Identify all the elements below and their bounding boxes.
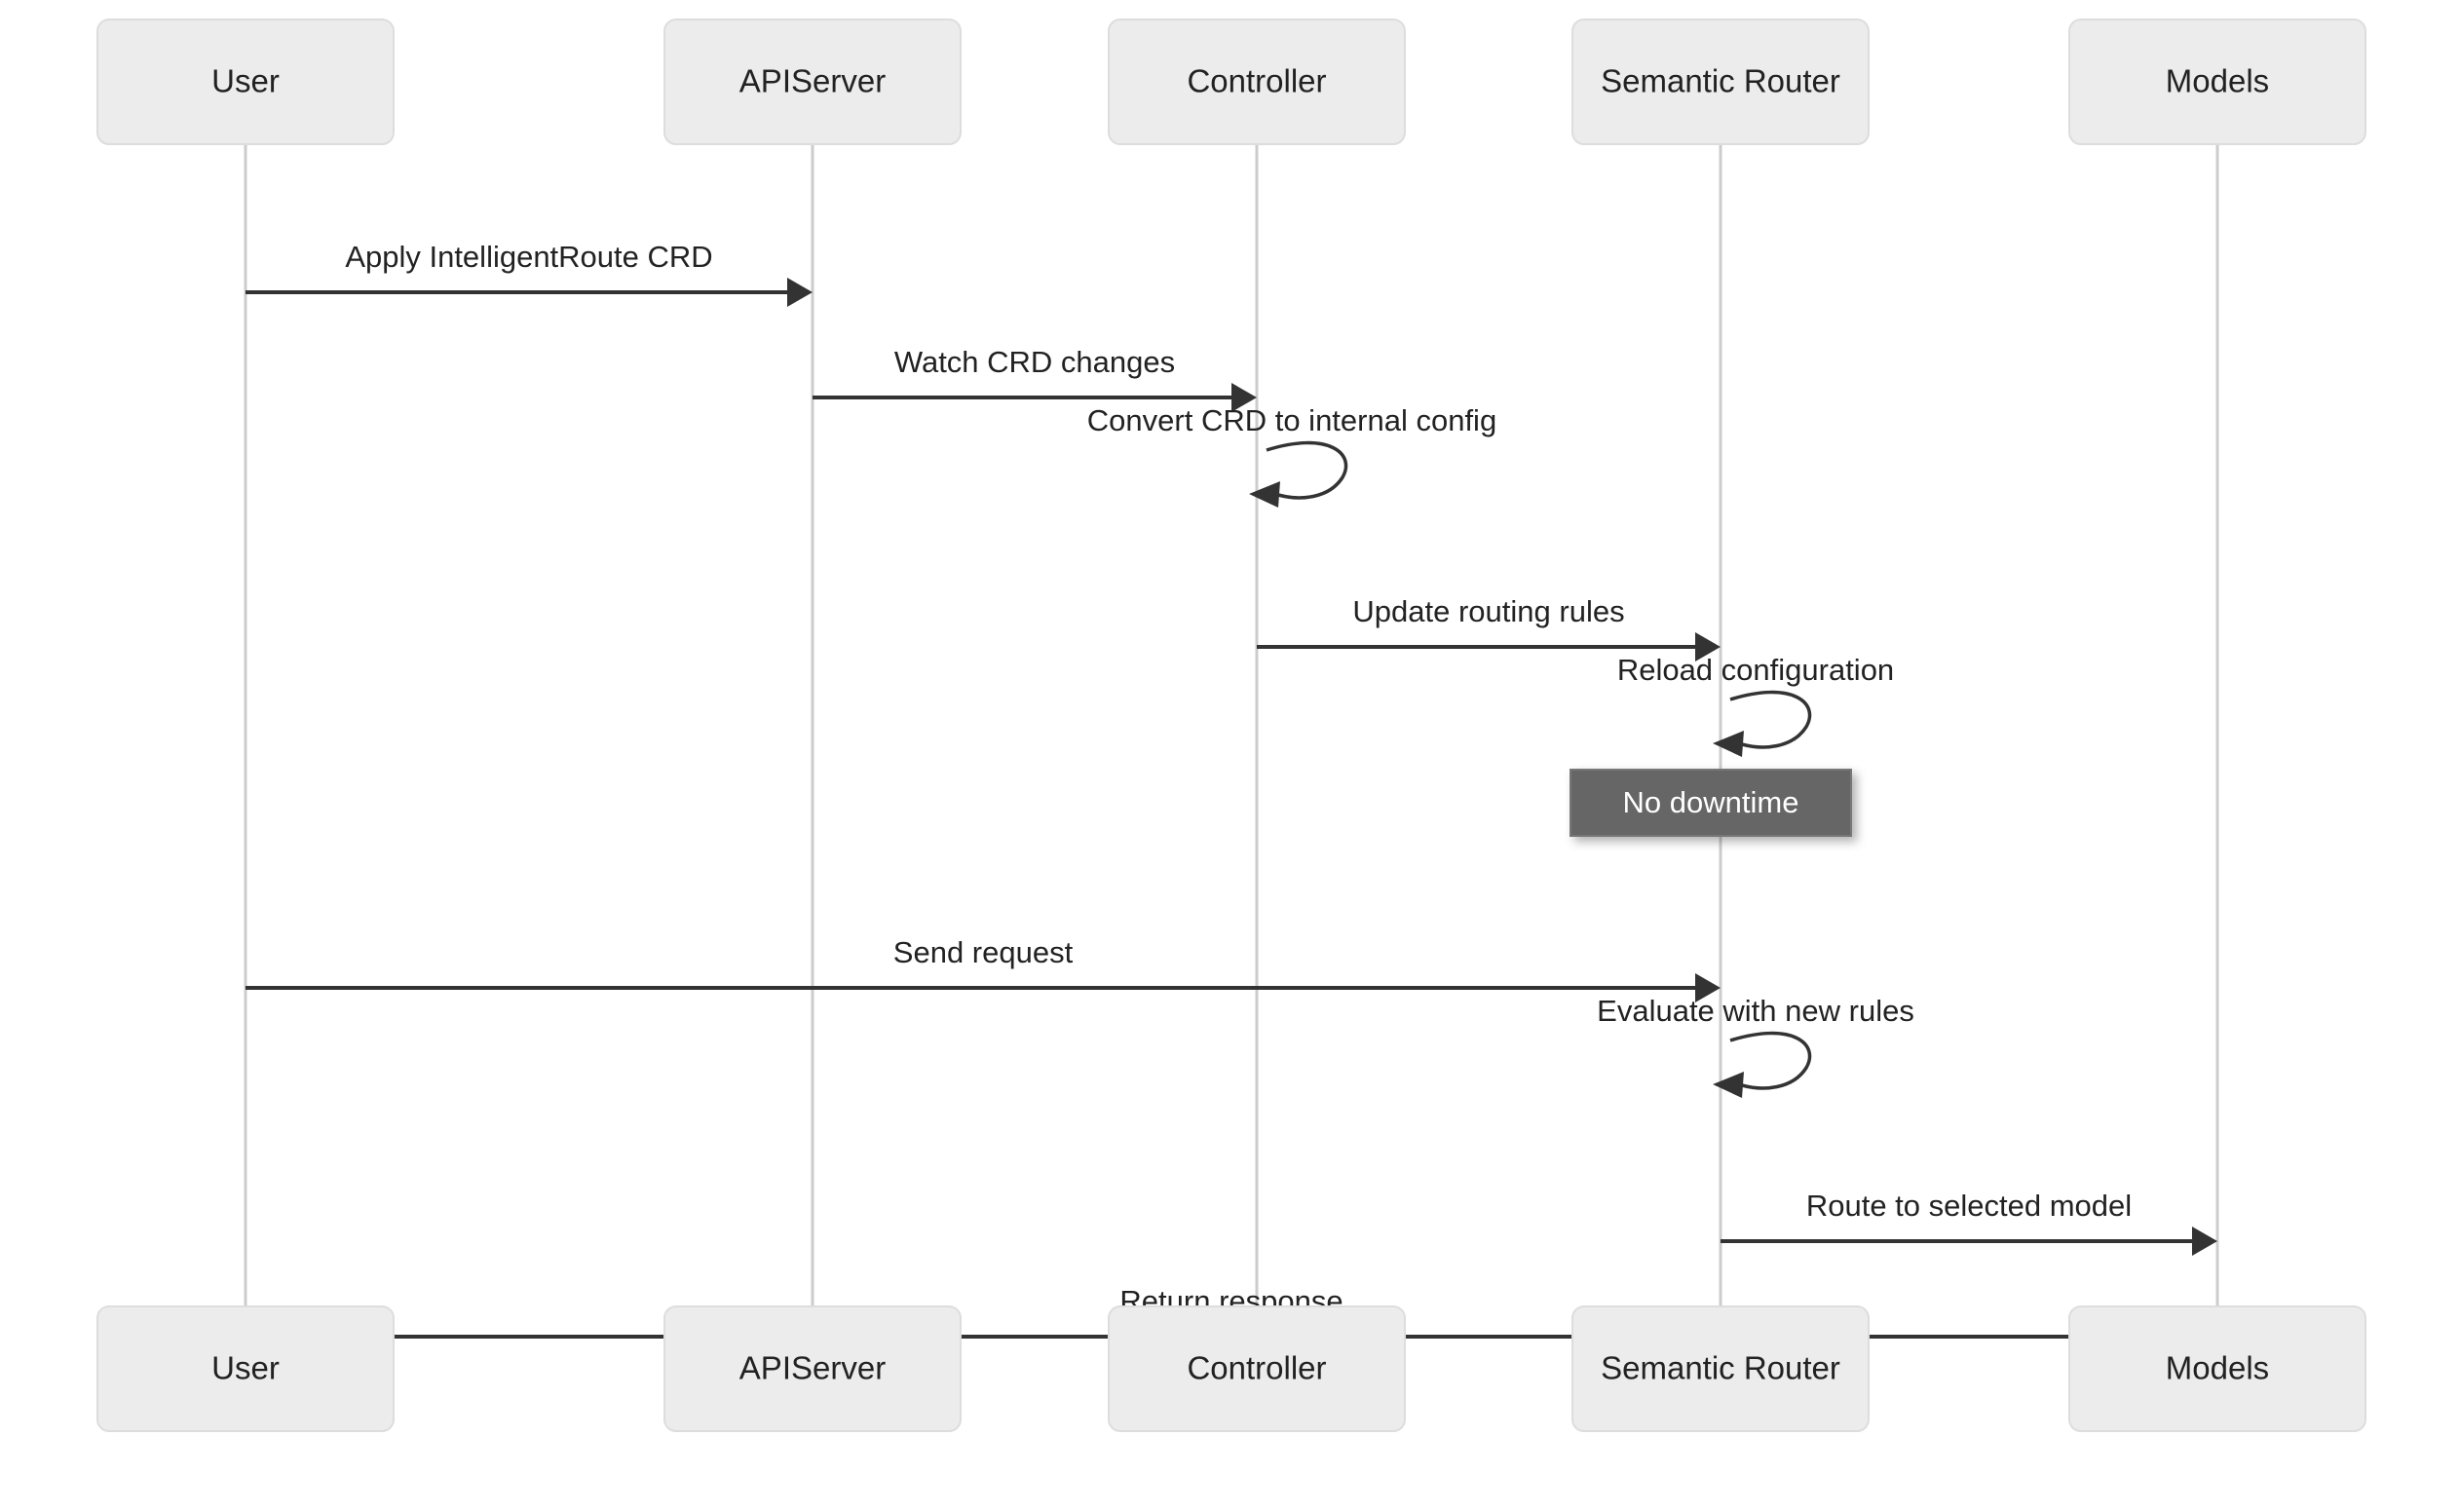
actor-apiserver-top[interactable]: APIServer bbox=[663, 19, 962, 145]
actor-box bbox=[1108, 19, 1406, 145]
self-loop-path bbox=[1729, 690, 1812, 749]
arrowhead bbox=[787, 278, 813, 307]
message-m4[interactable]: Update routing rules bbox=[1257, 594, 1721, 662]
message-m7[interactable]: Evaluate with new rules bbox=[1597, 994, 1914, 1098]
actor-box bbox=[2068, 1305, 2366, 1432]
actor-box bbox=[1108, 1305, 1406, 1432]
message-m1[interactable]: Apply IntelligentRoute CRD bbox=[246, 240, 813, 307]
actor-models-bottom[interactable]: Models bbox=[2068, 1305, 2366, 1432]
actor-apiserver-bottom[interactable]: APIServer bbox=[663, 1305, 962, 1432]
message-label: Update routing rules bbox=[1352, 594, 1624, 628]
notes-group: No downtime bbox=[1570, 769, 1852, 837]
note-n1[interactable]: No downtime bbox=[1570, 769, 1852, 837]
actor-box bbox=[1571, 19, 1870, 145]
actor-label: Models bbox=[2166, 1350, 2269, 1386]
arrowhead bbox=[1713, 1072, 1744, 1098]
actor-router-top[interactable]: Semantic Router bbox=[1571, 19, 1870, 145]
self-loop-path bbox=[1729, 1031, 1812, 1090]
actor-box bbox=[96, 1305, 395, 1432]
actor-box bbox=[1571, 1305, 1870, 1432]
actor-models-top[interactable]: Models bbox=[2068, 19, 2366, 145]
actor-label: Semantic Router bbox=[1601, 63, 1840, 99]
arrowhead bbox=[1249, 481, 1280, 508]
actor-label: User bbox=[211, 1350, 280, 1386]
message-m2[interactable]: Watch CRD changes bbox=[813, 345, 1257, 412]
arrowhead bbox=[1695, 973, 1721, 1002]
note-label: No downtime bbox=[1623, 785, 1799, 819]
actor-label: Controller bbox=[1187, 63, 1326, 99]
message-label: Route to selected model bbox=[1806, 1189, 2132, 1223]
actor-label: APIServer bbox=[739, 1350, 886, 1386]
message-label: Reload configuration bbox=[1617, 653, 1894, 687]
actor-controller-top[interactable]: Controller bbox=[1108, 19, 1406, 145]
actor-label: Models bbox=[2166, 63, 2269, 99]
message-label: Evaluate with new rules bbox=[1597, 994, 1914, 1028]
actor-label: Semantic Router bbox=[1601, 1350, 1840, 1386]
message-m5[interactable]: Reload configuration bbox=[1617, 653, 1894, 757]
actor-box bbox=[2068, 19, 2366, 145]
arrowhead bbox=[2192, 1227, 2217, 1256]
actor-box bbox=[663, 19, 962, 145]
arrowhead bbox=[1695, 632, 1721, 662]
actor-user-top[interactable]: User bbox=[96, 19, 395, 145]
message-m8[interactable]: Route to selected model bbox=[1721, 1189, 2217, 1256]
actors-top-group: User APIServer Controller Semantic Router Mo… bbox=[96, 19, 2366, 145]
message-m3[interactable]: Convert CRD to internal config bbox=[1087, 403, 1496, 508]
actor-label: Controller bbox=[1187, 1350, 1326, 1386]
lifelines-group bbox=[244, 144, 2219, 1306]
actor-user-bottom[interactable]: User bbox=[96, 1305, 395, 1432]
message-label: Watch CRD changes bbox=[894, 345, 1175, 379]
actor-controller-bottom[interactable]: Controller bbox=[1108, 1305, 1406, 1432]
actors-bottom-group: User APIServer Controller Semantic Router Mo… bbox=[96, 1305, 2366, 1432]
message-label: Convert CRD to internal config bbox=[1087, 403, 1496, 437]
arrowhead bbox=[1231, 383, 1257, 412]
message-label: Send request bbox=[893, 935, 1074, 969]
note-box bbox=[1570, 769, 1852, 837]
self-loop-path bbox=[1266, 440, 1348, 500]
message-label: Apply IntelligentRoute CRD bbox=[345, 240, 712, 274]
actor-box bbox=[663, 1305, 962, 1432]
actor-box bbox=[96, 19, 395, 145]
actor-router-bottom[interactable]: Semantic Router bbox=[1571, 1305, 1870, 1432]
actor-label: APIServer bbox=[739, 63, 886, 99]
messages-group: Apply IntelligentRoute CRD Watch CRD chan… bbox=[246, 240, 2217, 1351]
actor-label: User bbox=[211, 63, 280, 99]
message-m6[interactable]: Send request bbox=[246, 935, 1721, 1002]
arrowhead bbox=[1713, 731, 1744, 757]
